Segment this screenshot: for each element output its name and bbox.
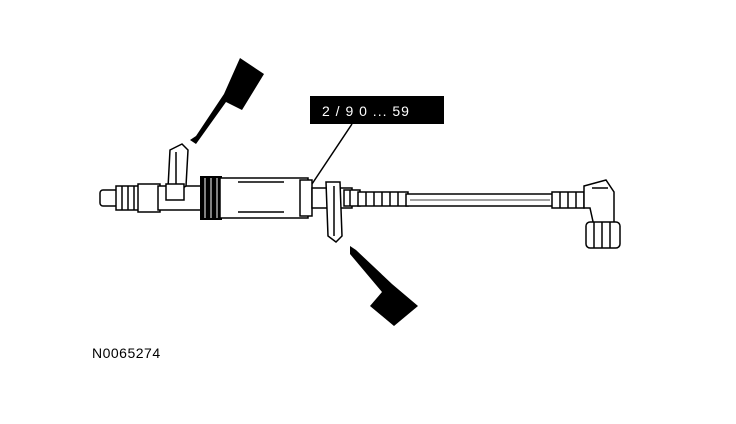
- threaded-section: [357, 191, 409, 207]
- knurled-nut: [200, 176, 222, 220]
- valve-handle-left: [165, 143, 189, 201]
- arrow-top-left: [190, 58, 264, 144]
- callout-leader: [311, 123, 353, 185]
- valve-handle-right: [311, 181, 361, 243]
- hose-end-fitting: [551, 191, 585, 209]
- elbow-connector: [583, 179, 621, 249]
- figure-id: N0065274: [92, 345, 161, 361]
- arrow-bottom-right: [350, 246, 418, 326]
- left-fitting: [99, 183, 203, 213]
- cylinder-body: [219, 177, 313, 219]
- callout-box: 2 / 9 0 ... 59: [310, 96, 444, 124]
- callout-label: 2 / 9 0 ... 59: [322, 103, 410, 119]
- hose: [405, 193, 555, 207]
